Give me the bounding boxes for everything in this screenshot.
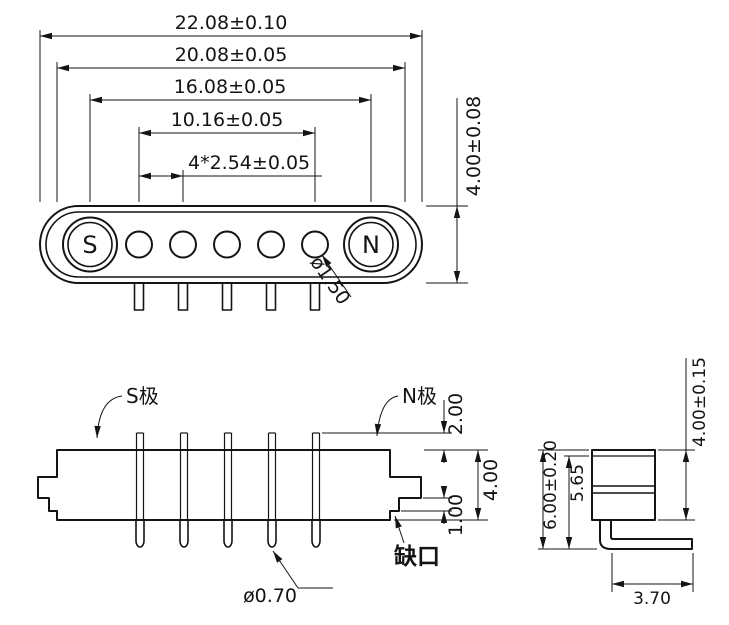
dim-notch-height: 1.00 — [401, 486, 467, 536]
front-body-outline — [37, 449, 422, 521]
s-pole-callout: S极 — [94, 384, 159, 439]
pin-1 — [135, 432, 145, 548]
notch-callout: 缺口 — [394, 515, 440, 570]
s-pole-callout-text: S极 — [126, 384, 159, 408]
front-view: S极 N极 缺口 2.00 4.00 1.00 — [37, 384, 502, 607]
dim-leg-length-text: 3.70 — [633, 589, 671, 609]
s-pole-outer-circle — [62, 216, 118, 273]
pin-tail — [179, 519, 189, 548]
side-body-outline — [591, 449, 656, 521]
leader-contact-diameter: ø1.50 — [305, 252, 354, 309]
contact-circle-1 — [125, 230, 153, 259]
dim-plunger-height: 2.00 — [322, 393, 488, 463]
dim-inner-height-text: 5.65 — [568, 464, 588, 502]
dim-inner-height: 5.65 — [564, 455, 589, 549]
contact-circle-2 — [169, 230, 197, 259]
pin-tab-4 — [265, 282, 277, 311]
dim-notch-height-text: 1.00 — [445, 494, 467, 536]
s-pole-label: S — [82, 231, 97, 259]
top-view: S N 22.08±0.10 20.08±0.05 1 — [39, 12, 485, 311]
pin-tab-3 — [221, 282, 233, 311]
pin-2 — [179, 432, 189, 548]
dim-pitch: 4*2.54±0.05 — [139, 152, 322, 202]
dim-leg-length: 3.70 — [611, 553, 694, 609]
pin-tail — [311, 519, 321, 548]
leader-line — [94, 395, 123, 439]
side-view: 6.00±0.20 5.65 4.00±0.15 3.70 — [538, 357, 710, 609]
pin-tab-1 — [133, 282, 145, 311]
leader-pin-diameter: ø0.70 — [243, 550, 333, 607]
leader-line — [321, 254, 352, 298]
n-pole-outer-circle — [343, 216, 399, 273]
dim-side-body-height: 4.00±0.15 — [658, 357, 710, 521]
pin-tail — [223, 519, 233, 548]
dim-overall-height: 6.00±0.20 — [538, 440, 597, 550]
pin-3 — [223, 432, 233, 548]
s-pole-inner-circle — [67, 221, 113, 268]
pin-tab-2 — [177, 282, 189, 311]
dim-overall-width-text: 22.08±0.10 — [175, 12, 288, 34]
contact-circle-3 — [213, 230, 241, 259]
n-pole-label: N — [362, 231, 380, 259]
dim-pitch-text: 4*2.54±0.05 — [188, 152, 310, 174]
dim-pin-span-text: 10.16±0.05 — [171, 109, 284, 131]
leader-line — [374, 395, 399, 437]
dim-sn-span: 16.08±0.05 — [89, 76, 372, 202]
n-pole-callout: N极 — [374, 384, 437, 437]
pin-5 — [311, 432, 321, 548]
dim-side-body-height-text: 4.00±0.15 — [690, 357, 710, 447]
dim-overall-height-text: 6.00±0.20 — [541, 440, 561, 530]
dim-pin-span: 10.16±0.05 — [138, 109, 316, 202]
dim-contact-dia-text: ø1.50 — [305, 252, 354, 309]
dim-plunger-text: 2.00 — [445, 393, 467, 435]
dim-outer-width: 20.08±0.05 — [56, 44, 406, 202]
notch-callout-text: 缺口 — [394, 543, 440, 570]
dim-outer-width-text: 20.08±0.05 — [175, 44, 288, 66]
leader-line — [272, 550, 299, 589]
dim-top-height: 4.00±0.08 — [426, 96, 485, 284]
pin-tail — [135, 519, 145, 548]
pin-tab-5 — [309, 282, 321, 311]
pin-4 — [267, 432, 277, 548]
dim-pin-dia-text: ø0.70 — [243, 585, 297, 607]
dim-top-height-text: 4.00±0.08 — [463, 96, 485, 197]
dim-sn-span-text: 16.08±0.05 — [174, 76, 287, 98]
n-pole-inner-circle — [348, 221, 394, 268]
dim-overall-width: 22.08±0.10 — [39, 12, 423, 202]
body-inner-outline — [45, 211, 417, 278]
n-pole-callout-text: N极 — [402, 384, 437, 408]
bent-leg-outline — [599, 519, 693, 550]
dim-front-body-height-text: 4.00 — [480, 459, 502, 501]
contact-circle-5 — [301, 230, 329, 259]
contact-circle-4 — [257, 230, 285, 259]
pin-tail — [267, 519, 277, 548]
